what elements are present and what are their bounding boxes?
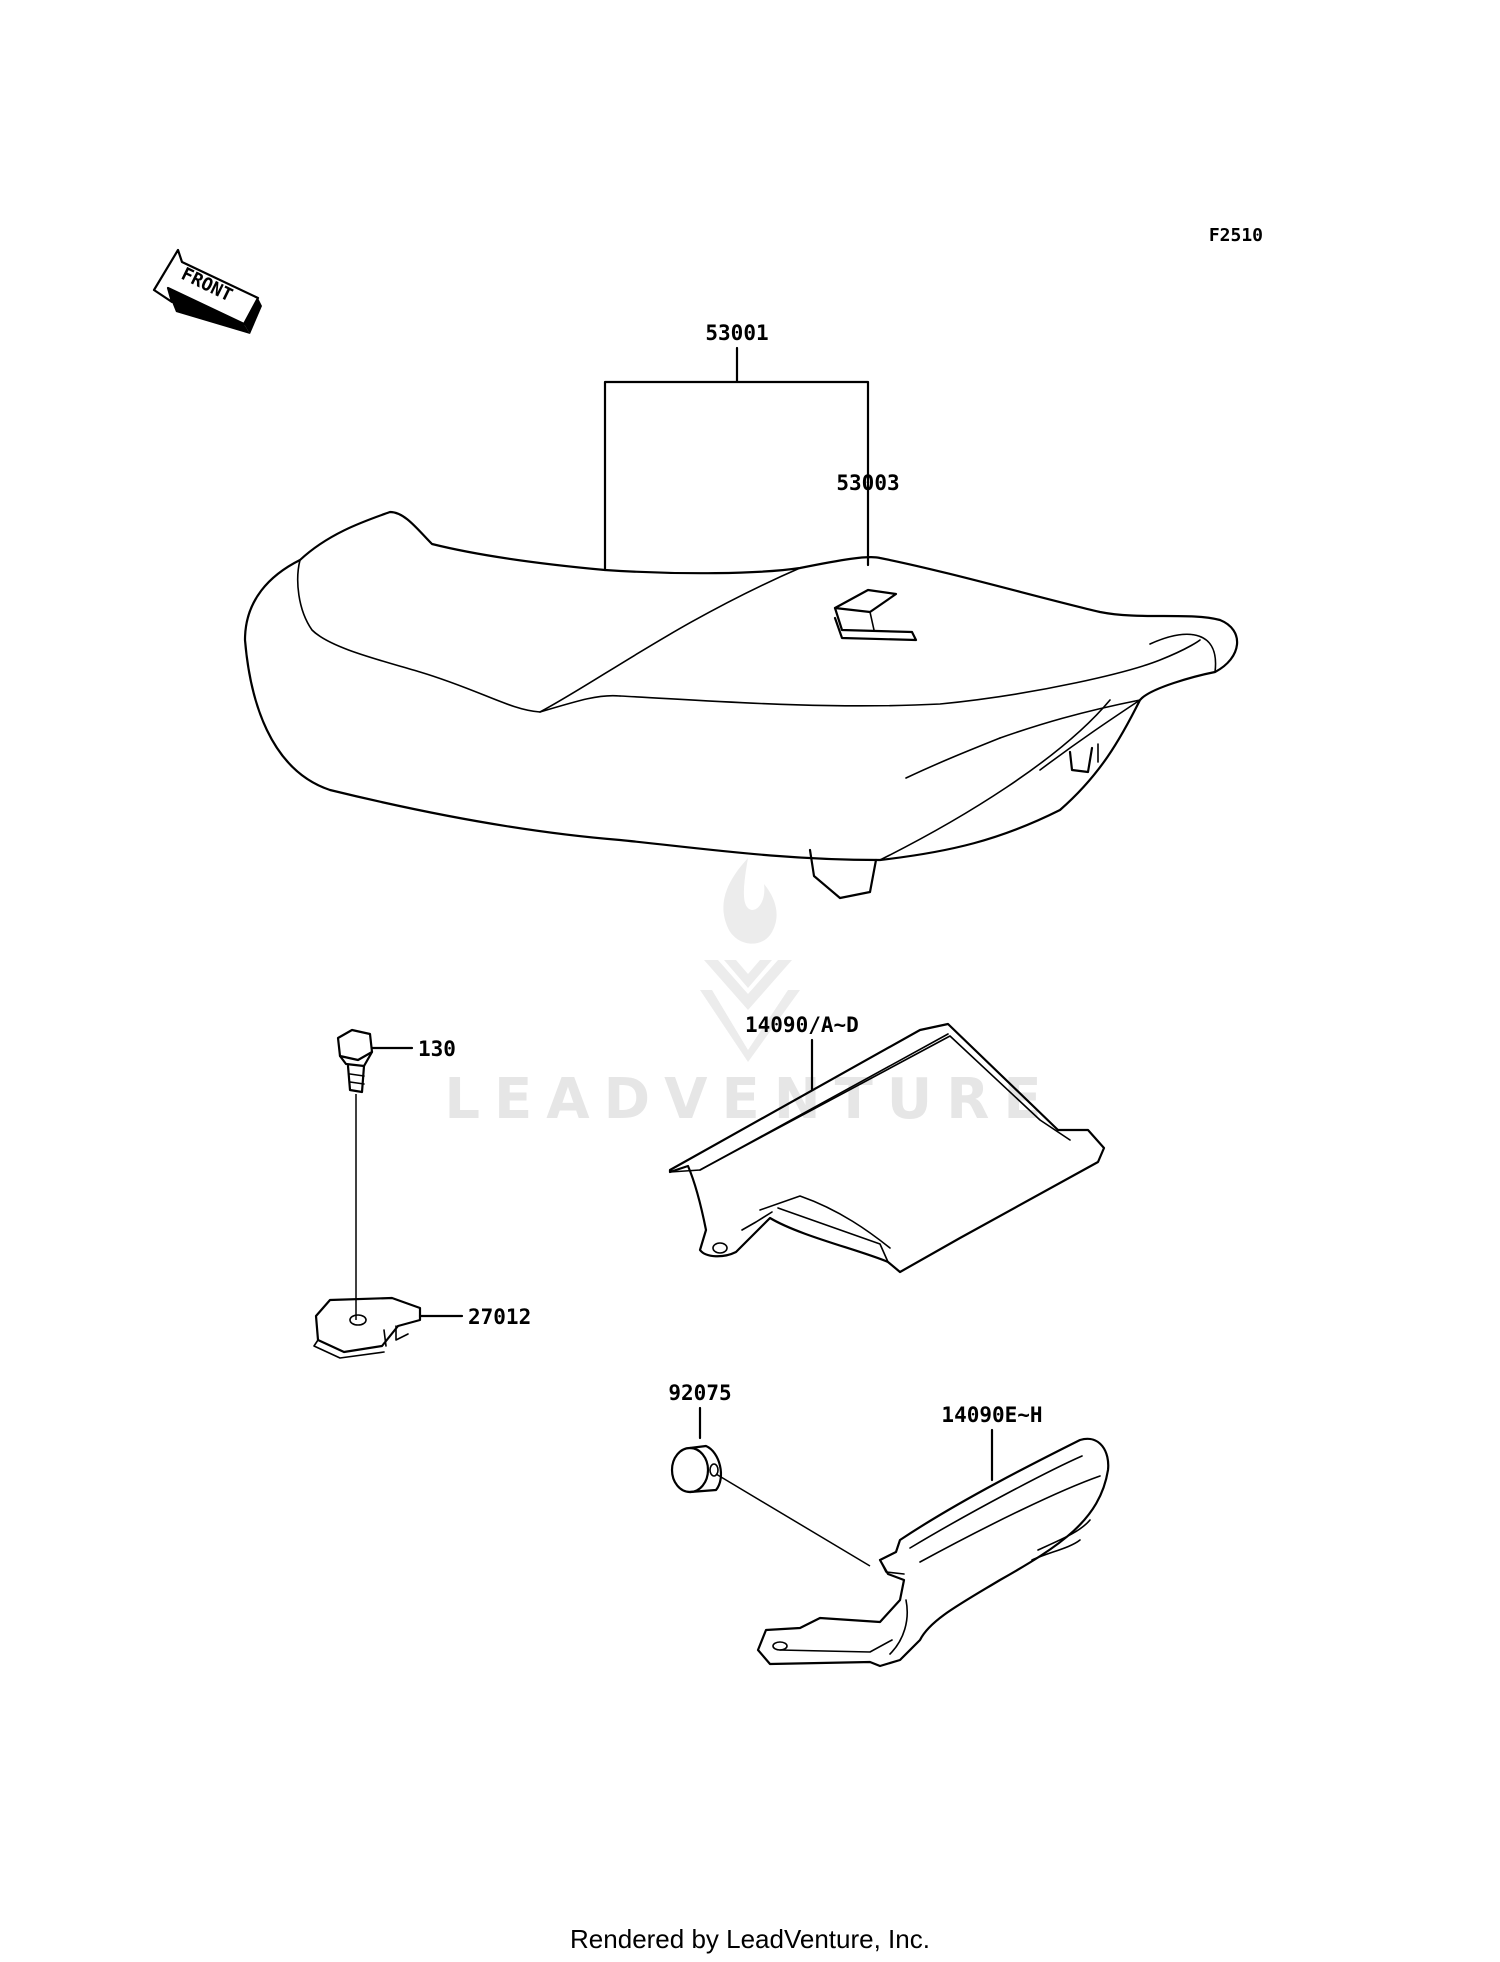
seat-assembly-leader: 53001 — [603, 321, 870, 572]
part-label-14090e-h: 14090E~H — [941, 1403, 1042, 1427]
bolt-drawing: 130 — [336, 1028, 456, 1320]
part-label-53003: 53003 — [836, 471, 899, 495]
lock-bracket-drawing: 27012 — [313, 1296, 531, 1359]
part-label-14090-a-d: 14090/A~D — [745, 1013, 859, 1037]
part-label-27012: 27012 — [468, 1305, 531, 1329]
front-arrow-icon: FRONT — [152, 248, 262, 334]
part-label-130: 130 — [418, 1037, 456, 1061]
watermark: LEADVENTURE — [444, 858, 1055, 1132]
flame-logo-icon — [700, 858, 800, 1062]
damper-drawing: 92075 — [668, 1381, 871, 1567]
tail-cover-drawing: 14090/A~D — [668, 1013, 1106, 1274]
seat-drawing — [243, 510, 1239, 900]
part-label-53001: 53001 — [705, 321, 768, 345]
footer-credit: Rendered by LeadVenture, Inc. — [570, 1924, 930, 1954]
diagram-code: F2510 — [1209, 225, 1263, 246]
watermark-text: LEADVENTURE — [444, 1067, 1055, 1132]
grab-rail-cover-drawing: 14090E~H — [756, 1403, 1110, 1668]
part-label-92075: 92075 — [668, 1381, 731, 1405]
